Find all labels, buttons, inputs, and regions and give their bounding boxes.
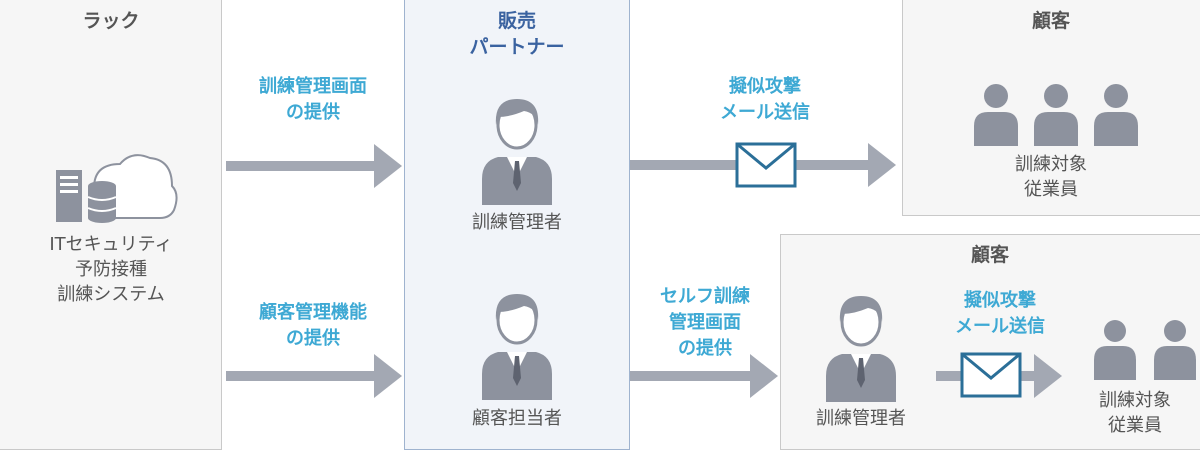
- flow-training-screen-label: 訓練管理画面 の提供: [259, 76, 367, 123]
- partner-training-manager-label: 訓練管理者: [472, 212, 562, 233]
- arrow-right-icon: [226, 144, 402, 188]
- mail-icon: [960, 352, 1022, 398]
- customer-1-employees-label: 訓練対象 従業員: [1015, 154, 1087, 200]
- employees-group-icon: [1094, 320, 1196, 380]
- lac-title: ラック: [82, 10, 140, 32]
- arrow-right-icon: [630, 354, 778, 398]
- lac-panel: [0, 0, 222, 450]
- lac-system-label: ITセキュリティ 予防接種 訓練システム: [49, 234, 173, 305]
- arrow-right-icon: [226, 354, 402, 398]
- customer-2-training-manager-label: 訓練管理者: [816, 408, 906, 429]
- mail-icon: [735, 142, 797, 188]
- partner-customer-rep-label: 顧客担当者: [472, 408, 562, 429]
- server-cloud-icon: [56, 154, 178, 223]
- flow-customer-management-label: 顧客管理機能 の提供: [259, 302, 367, 349]
- person-icon: [482, 99, 552, 205]
- customer-2-title: 顧客: [970, 244, 1009, 266]
- flow-self-training-label: セルフ訓練 管理画面 の提供: [660, 286, 750, 359]
- customer-1-title: 顧客: [1031, 10, 1070, 32]
- employees-group-icon: [974, 84, 1138, 146]
- person-icon: [482, 294, 552, 400]
- customer-2-employees-label: 訓練対象 従業員: [1099, 390, 1171, 436]
- person-icon: [826, 296, 896, 402]
- flow-phishing-mail-label: 擬似攻撃 メール送信: [720, 76, 810, 123]
- partner-title: 販売 パートナー: [469, 10, 565, 58]
- customer-2-phishing-mail-label: 擬似攻撃 メール送信: [955, 290, 1045, 337]
- customer-panel-1: [902, 0, 1200, 216]
